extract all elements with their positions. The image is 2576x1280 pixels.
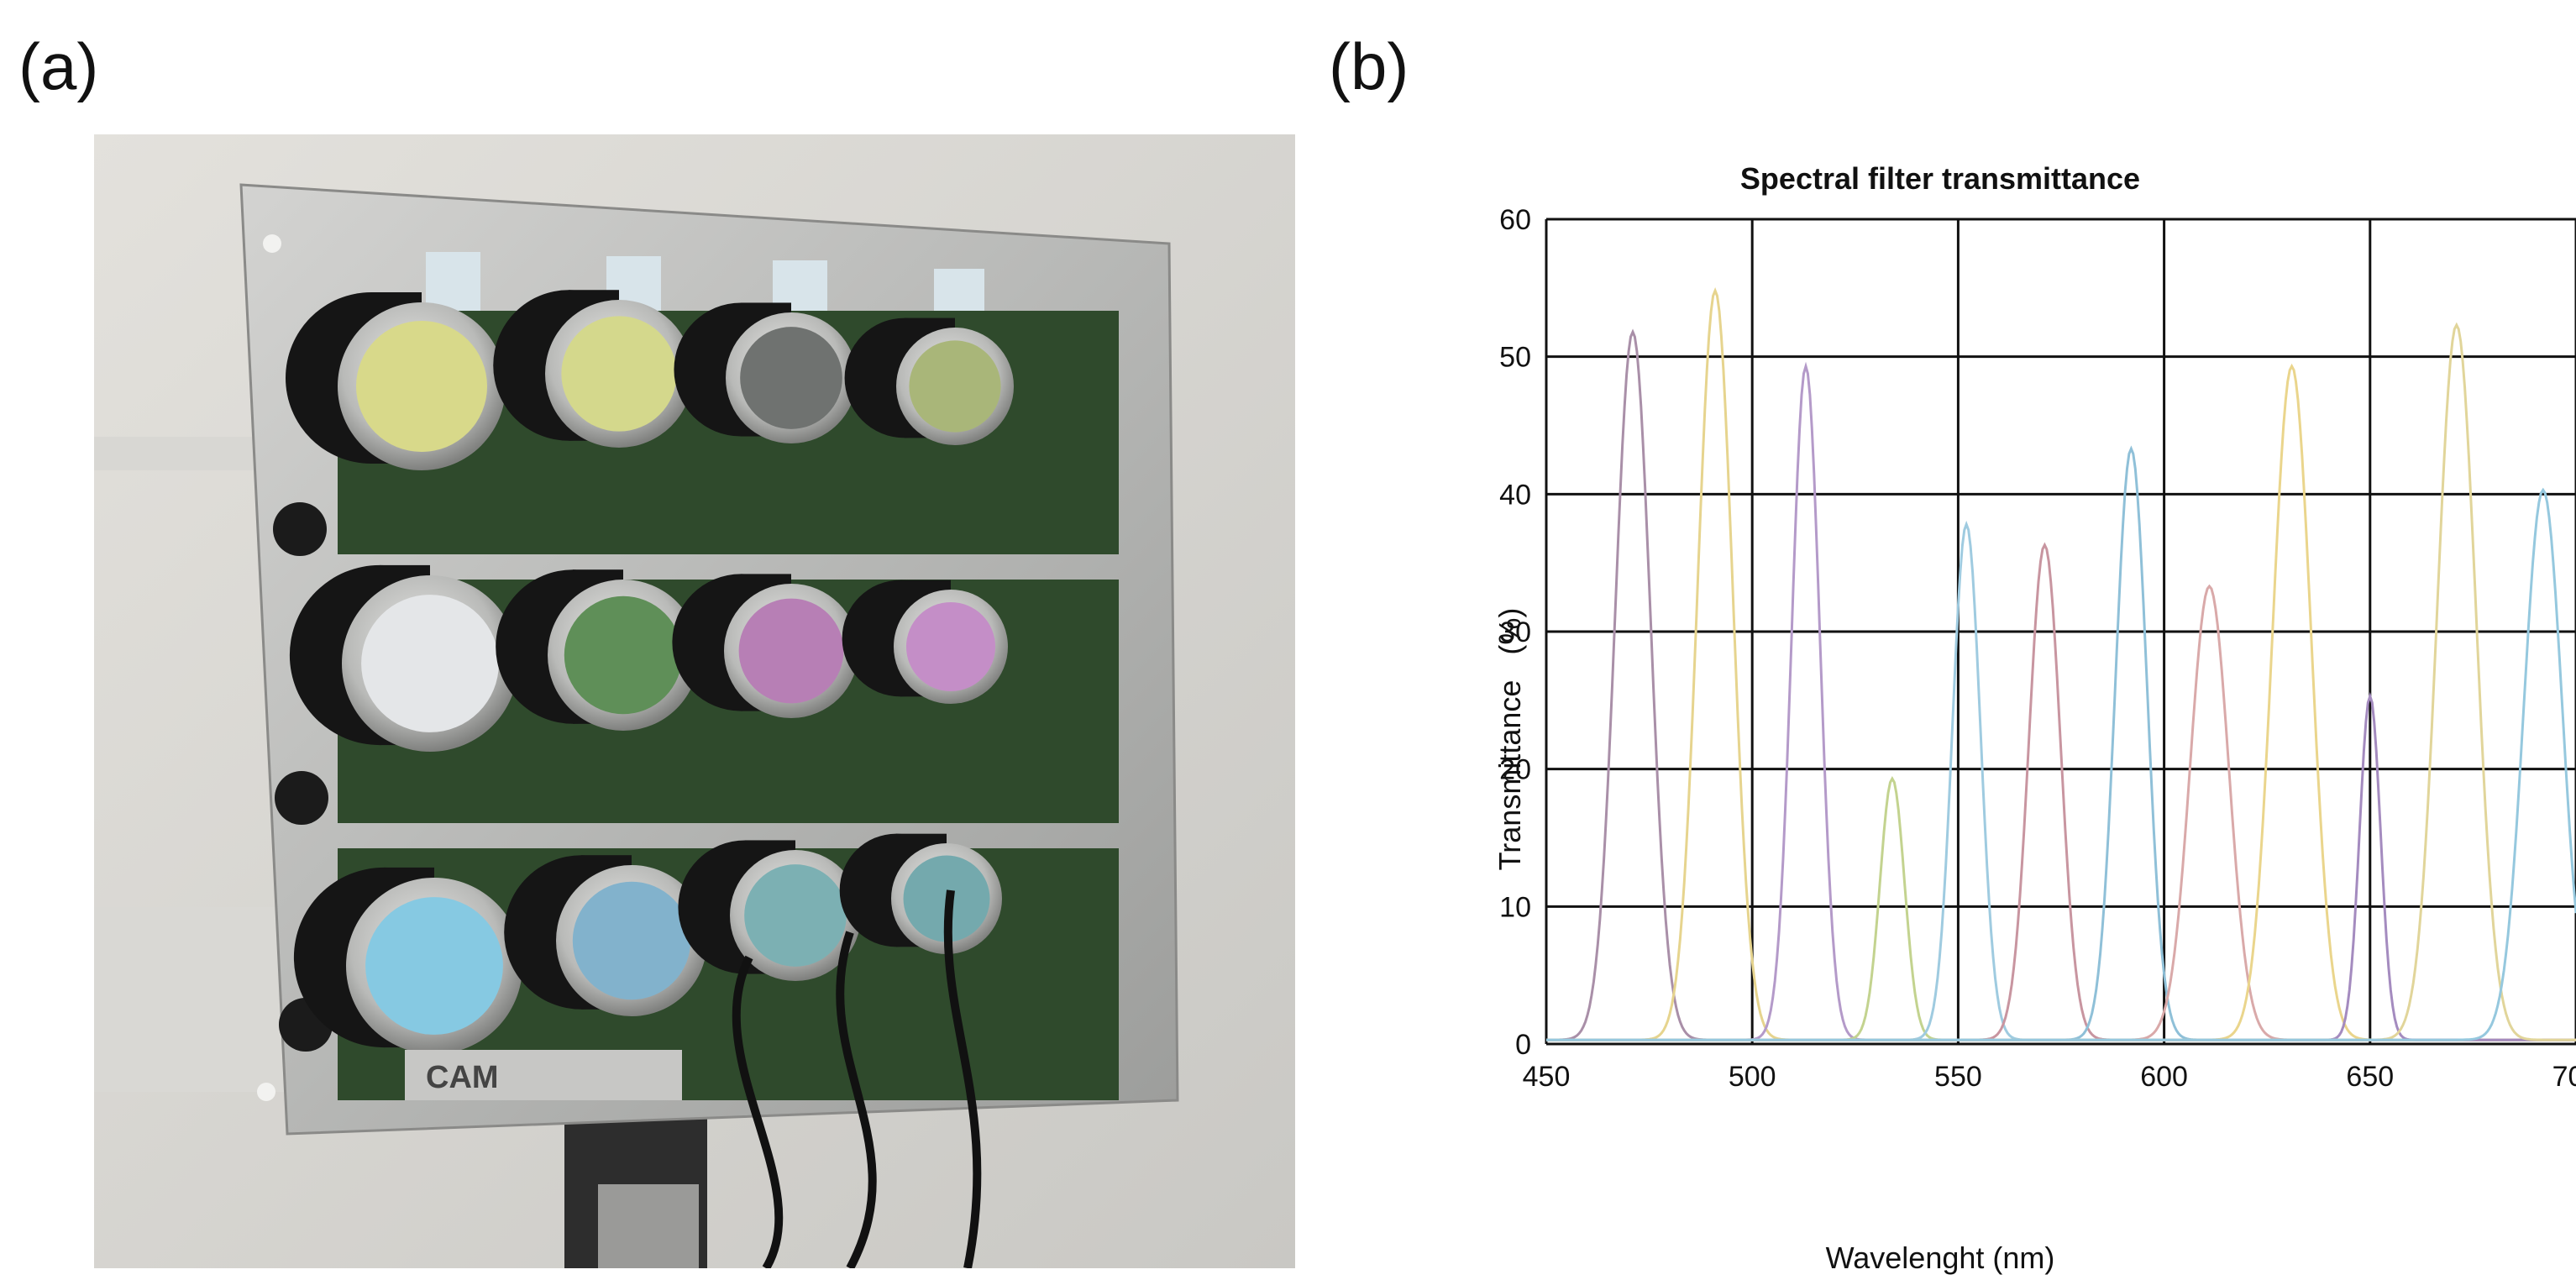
x-axis-label: Wavelenght (nm) (1826, 1241, 2055, 1275)
lens-filter (365, 897, 503, 1035)
spectral-transmittance-chart: 450 500 550 600 650 700 0 10 20 30 40 50 60 Spectral… (1493, 161, 2576, 1275)
plate-hole (257, 1083, 275, 1101)
panel-b-label: (b) (1329, 29, 1409, 103)
spectral-curve-11 (1546, 322, 2576, 1041)
lens-filter (738, 598, 844, 704)
panel-a-label: (a) (18, 29, 99, 103)
camera-label-plate (405, 1050, 682, 1100)
spectral-curve-9 (1546, 363, 2576, 1041)
tripod-post (598, 1184, 699, 1268)
x-tick-label: 650 (2346, 1061, 2394, 1093)
lens-filter (356, 321, 487, 452)
shelf (94, 437, 262, 470)
lens-filter (564, 595, 683, 715)
usb-cable (943, 889, 982, 1268)
y-tick-label: 10 (1499, 891, 1531, 923)
lens-filter (909, 340, 1001, 433)
spectral-curve-2 (1546, 287, 2576, 1041)
chart-grid (1545, 218, 2576, 1046)
spectral-curve-1 (1546, 328, 2576, 1041)
y-axis-label: Transmittance (%) (1493, 608, 1527, 871)
spectral-curve-3 (1546, 361, 2576, 1041)
y-tick-label: 40 (1499, 479, 1531, 511)
lens-filter (905, 601, 996, 692)
chart-axes: 450 500 550 600 650 700 0 10 20 30 40 50 60 (1499, 204, 2576, 1093)
spectral-curve-6 (1546, 542, 2576, 1041)
x-tick-label: 700 (2552, 1061, 2576, 1093)
usb-cable (836, 931, 877, 1268)
y-tick-label: 50 (1499, 342, 1531, 374)
mount-knobs (273, 502, 333, 1052)
x-tick-label: 600 (2140, 1061, 2188, 1093)
spectral-curve-5 (1546, 520, 2576, 1041)
camera-label-text: CAM (426, 1060, 499, 1095)
plate-hole (263, 234, 281, 253)
spectral-curve-8 (1546, 584, 2576, 1041)
lens-filter (361, 595, 499, 732)
x-tick-label: 450 (1523, 1061, 1571, 1093)
lens-filter (744, 864, 847, 967)
y-tick-label: 0 (1515, 1029, 1531, 1061)
y-tick-label: 60 (1499, 204, 1531, 236)
chart-curves (1546, 287, 2576, 1041)
x-tick-label: 500 (1729, 1061, 1776, 1093)
shelf (94, 907, 304, 1092)
spectral-curve-12 (1546, 487, 2576, 1041)
lens-filter (561, 316, 677, 432)
lens-filter (740, 327, 842, 429)
lens-filter (572, 881, 691, 1000)
y-tick-label: 30 (1499, 616, 1531, 648)
usb-cable (732, 955, 784, 1268)
camera-array-photo: CAM (94, 134, 1295, 1268)
x-tick-label: 550 (1934, 1061, 1982, 1093)
chart-title: Spectral filter transmittance (1740, 161, 2140, 196)
y-tick-label: 20 (1499, 754, 1531, 786)
lens-array (286, 290, 1014, 1054)
